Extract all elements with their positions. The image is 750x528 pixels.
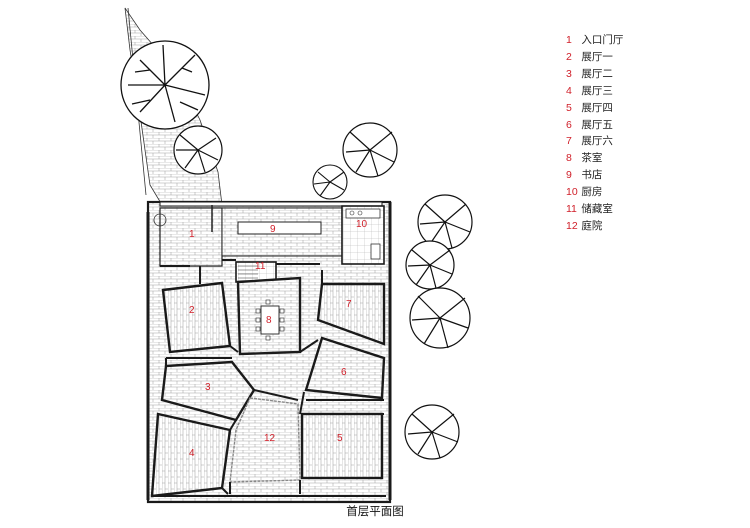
- legend-item: 6 展厅五: [566, 118, 613, 131]
- room-tearoom: [236, 276, 302, 356]
- room-exhibition-hall-1: [161, 281, 232, 354]
- legend-item: 1 入口门厅: [566, 34, 624, 46]
- room-label-4: 4: [189, 448, 195, 459]
- legend-item: 12 庭院: [566, 219, 603, 232]
- room-label-7: 7: [346, 299, 352, 310]
- tree-8: [404, 404, 460, 460]
- room-label-1: 1: [189, 229, 195, 240]
- room-label-8: 8: [266, 315, 272, 326]
- interior-walls: [152, 259, 386, 497]
- room-bookstore: [221, 207, 343, 257]
- room-label-12: 12: [264, 433, 276, 444]
- room-label-10: 10: [356, 219, 368, 230]
- legend: 1 入口门厅 2 展厅一 3 展厅二 4 展厅三 5 展厅四 6 展厅五 7 展…: [566, 32, 623, 235]
- legend-item: 2 展厅一: [566, 50, 613, 63]
- room-entrance-hall: [153, 205, 223, 267]
- room-exhibition-hall-5: [304, 336, 386, 400]
- legend-item: 3 展厅二: [566, 67, 613, 80]
- tree-6: [405, 240, 455, 290]
- legend-item: 8 茶室: [566, 152, 603, 165]
- room-label-5: 5: [337, 433, 343, 444]
- room-label-2: 2: [189, 305, 195, 316]
- legend-item: 7 展厅六: [566, 135, 613, 148]
- room-kitchen: [341, 205, 385, 265]
- room-label-3: 3: [205, 382, 211, 393]
- plan-title: 首层平面图: [346, 504, 404, 518]
- room-label-11: 11: [255, 261, 266, 272]
- legend-item: 9 书店: [566, 169, 603, 182]
- tree-1: [120, 40, 210, 130]
- legend-item: 10 厨房: [566, 186, 603, 199]
- tree-7: [409, 287, 471, 349]
- room-exhibition-hall-4: [300, 412, 384, 480]
- room-label-6: 6: [341, 367, 347, 378]
- legend-item: 4 展厅三: [566, 84, 613, 97]
- room-exhibition-hall-6: [316, 282, 386, 346]
- tree-3: [342, 122, 398, 178]
- room-courtyard: [229, 397, 301, 483]
- legend-item: 5 展厅四: [566, 101, 613, 114]
- tree-4: [312, 164, 348, 200]
- room-exhibition-hall-2: [160, 360, 256, 422]
- legend-item: 11 储藏室: [566, 203, 613, 216]
- room-label-9: 9: [270, 224, 276, 235]
- tree-2: [173, 125, 223, 175]
